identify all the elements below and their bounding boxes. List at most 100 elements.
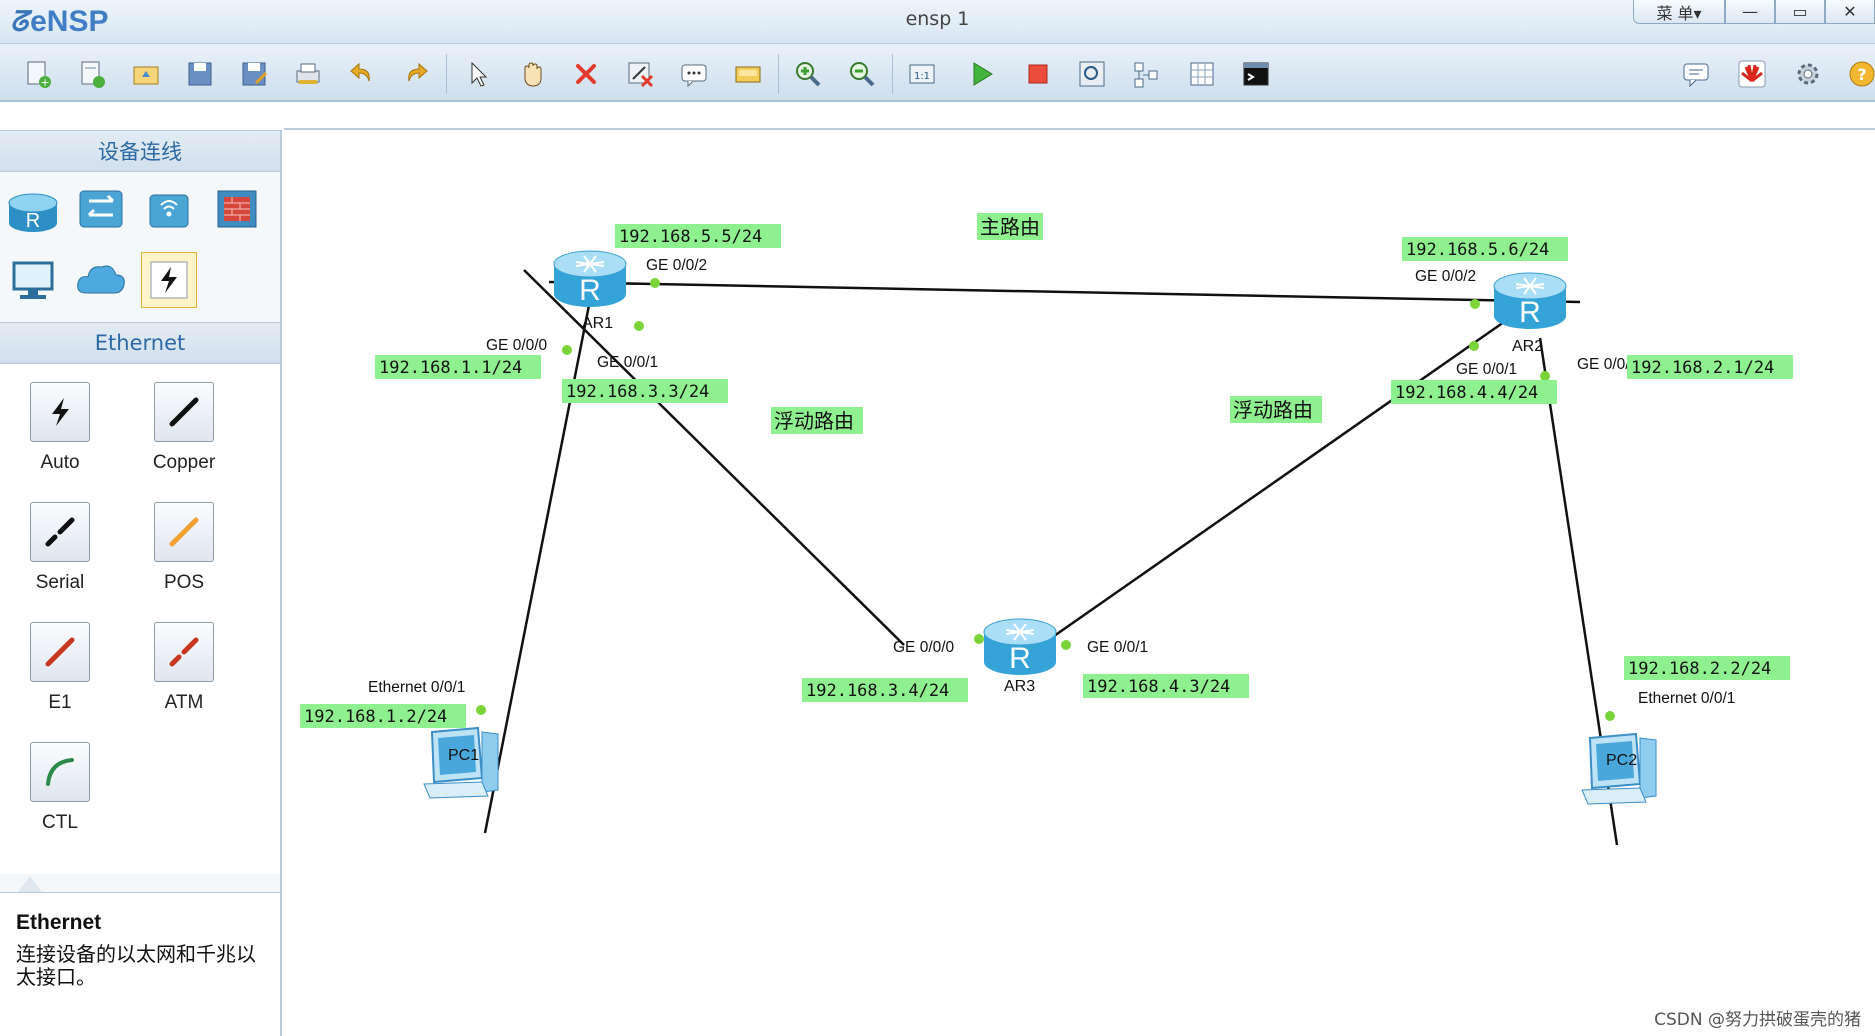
cable-description: Ethernet 连接设备的以太网和千兆以太接口。 [0,892,280,1036]
hand-drag-icon[interactable] [516,58,548,90]
cable-pos[interactable]: POS [124,502,244,594]
wireless-icon[interactable] [141,180,197,236]
text-note-icon[interactable] [678,58,710,90]
window-controls: 菜 单▾ — ▭ ✕ [1633,0,1875,24]
cable-auto[interactable]: Auto [0,382,120,474]
settings-icon[interactable] [1792,58,1824,90]
ip-label-ar2-g001: 192.168.4.4/24 [1395,383,1538,403]
device-name-ar2: AR2 [1512,338,1543,355]
menu-button[interactable]: 菜 单▾ [1633,0,1725,24]
switch-icon[interactable] [73,180,129,236]
connection-icon[interactable] [141,252,197,308]
port-label-ar1-g000: GE 0/0/0 [486,337,548,354]
save-icon[interactable] [184,58,216,90]
device-name-ar1: AR1 [582,315,613,332]
cable-label: Serial [35,572,85,593]
pc-pc2[interactable] [1581,733,1657,805]
svg-text:R: R [26,210,40,232]
port-label-ar2-g001: GE 0/0/1 [1456,361,1517,378]
cable-label: ATM [164,692,204,713]
cable-ctl[interactable]: CTL [0,742,120,834]
maximize-button[interactable]: ▭ [1775,0,1825,24]
port-indicators [476,278,1615,721]
cable-e1[interactable]: E1 [0,622,120,714]
help-icon[interactable]: ? [1846,58,1875,90]
new-example-icon[interactable] [76,58,108,90]
port-label-ar1-g002: GE 0/0/2 [646,257,707,274]
watermark: CSDN @努力拱破蛋壳的猪 [1654,1010,1861,1030]
router-ar3[interactable] [983,618,1057,676]
topology-icon[interactable] [1130,58,1162,90]
capture-icon[interactable] [1076,58,1108,90]
undo-icon[interactable] [346,58,378,90]
atm-cable-icon [154,622,214,682]
serial-cable-icon [30,502,90,562]
port-label-ar2-g002: GE 0/0/2 [1415,268,1476,285]
app-name: eNSP [30,5,109,38]
message-icon[interactable] [1680,58,1712,90]
cable-label: Auto [40,452,80,473]
ctl-cable-icon [30,742,90,802]
close-button[interactable]: ✕ [1825,0,1875,24]
print-icon[interactable] [292,58,324,90]
new-topology-icon[interactable]: + [22,58,54,90]
app-logo: ᘔ eNSP [10,2,109,42]
copper-cable-icon [154,382,214,442]
cloud-icon[interactable] [73,252,129,308]
router-ar2[interactable] [1493,272,1567,330]
device-category-grid: R [0,172,280,322]
svg-text:1:1: 1:1 [914,71,930,82]
delete-link-icon[interactable] [624,58,656,90]
pos-cable-icon [154,502,214,562]
start-device-icon[interactable] [966,58,998,90]
title-bar: ᘔ eNSP ensp 1 菜 单▾ — ▭ ✕ [0,0,1875,44]
zoom-reset-icon[interactable] [846,58,878,90]
description-title: Ethernet [16,911,102,934]
ip-label-pc2: 192.168.2.2/24 [1628,659,1771,679]
ip-label-ar3-g000: 192.168.3.4/24 [806,681,949,701]
redo-icon[interactable] [400,58,432,90]
open-icon[interactable] [130,58,162,90]
link-ar1-ar2[interactable] [548,280,1581,304]
description-pointer [18,876,42,892]
select-icon[interactable] [462,58,494,90]
cable-serial[interactable]: Serial [0,502,120,594]
svg-text:?: ? [1857,65,1866,84]
cable-category-header: Ethernet [0,322,280,364]
huawei-logo-icon[interactable] [1736,58,1768,90]
topology-canvas[interactable]: R [284,128,1875,1036]
route-label-floating-left: 浮动路由 [774,409,854,433]
terminal-icon[interactable] [1240,58,1272,90]
cable-atm[interactable]: ATM [124,622,244,714]
e1-cable-icon [30,622,90,682]
cable-label: POS [163,572,205,593]
description-text: 连接设备的以太网和千兆以太接口。 [16,942,256,989]
port-label-pc1-eth: Ethernet 0/0/1 [368,679,465,696]
save-as-icon[interactable] [238,58,270,90]
port-label-pc2-eth: Ethernet 0/0/1 [1638,690,1735,707]
port-label-ar1-g001: GE 0/0/1 [597,354,658,371]
zoom-in-icon[interactable] [792,58,824,90]
route-label-primary: 主路由 [980,215,1040,239]
router-ar1[interactable] [553,250,627,308]
link-ar1-ar3[interactable] [523,269,905,646]
ip-label-ar1-g000: 192.168.1.1/24 [379,358,522,378]
window-title: ensp 1 [905,8,970,30]
pc-icon[interactable] [5,252,61,308]
firewall-icon[interactable] [209,180,265,236]
cable-copper[interactable]: Copper [124,382,244,474]
router-icon[interactable]: R [5,180,61,236]
palette-icon[interactable] [732,58,764,90]
grid-icon[interactable] [1186,58,1218,90]
ip-label-ar1-g001: 192.168.3.3/24 [566,382,709,402]
delete-icon[interactable] [570,58,602,90]
port-label-ar3-g001: GE 0/0/1 [1087,639,1148,656]
fit-window-icon[interactable]: 1:1 [906,58,938,90]
stop-device-icon[interactable] [1022,58,1054,90]
link-ar2-ar3[interactable] [1033,313,1515,652]
cable-label: Copper [152,452,216,473]
device-name-pc2: PC2 [1606,752,1637,769]
minimize-button[interactable]: — [1725,0,1775,24]
device-panel: 设备连线 R Ethernet Auto Copper Serial [0,130,282,1036]
